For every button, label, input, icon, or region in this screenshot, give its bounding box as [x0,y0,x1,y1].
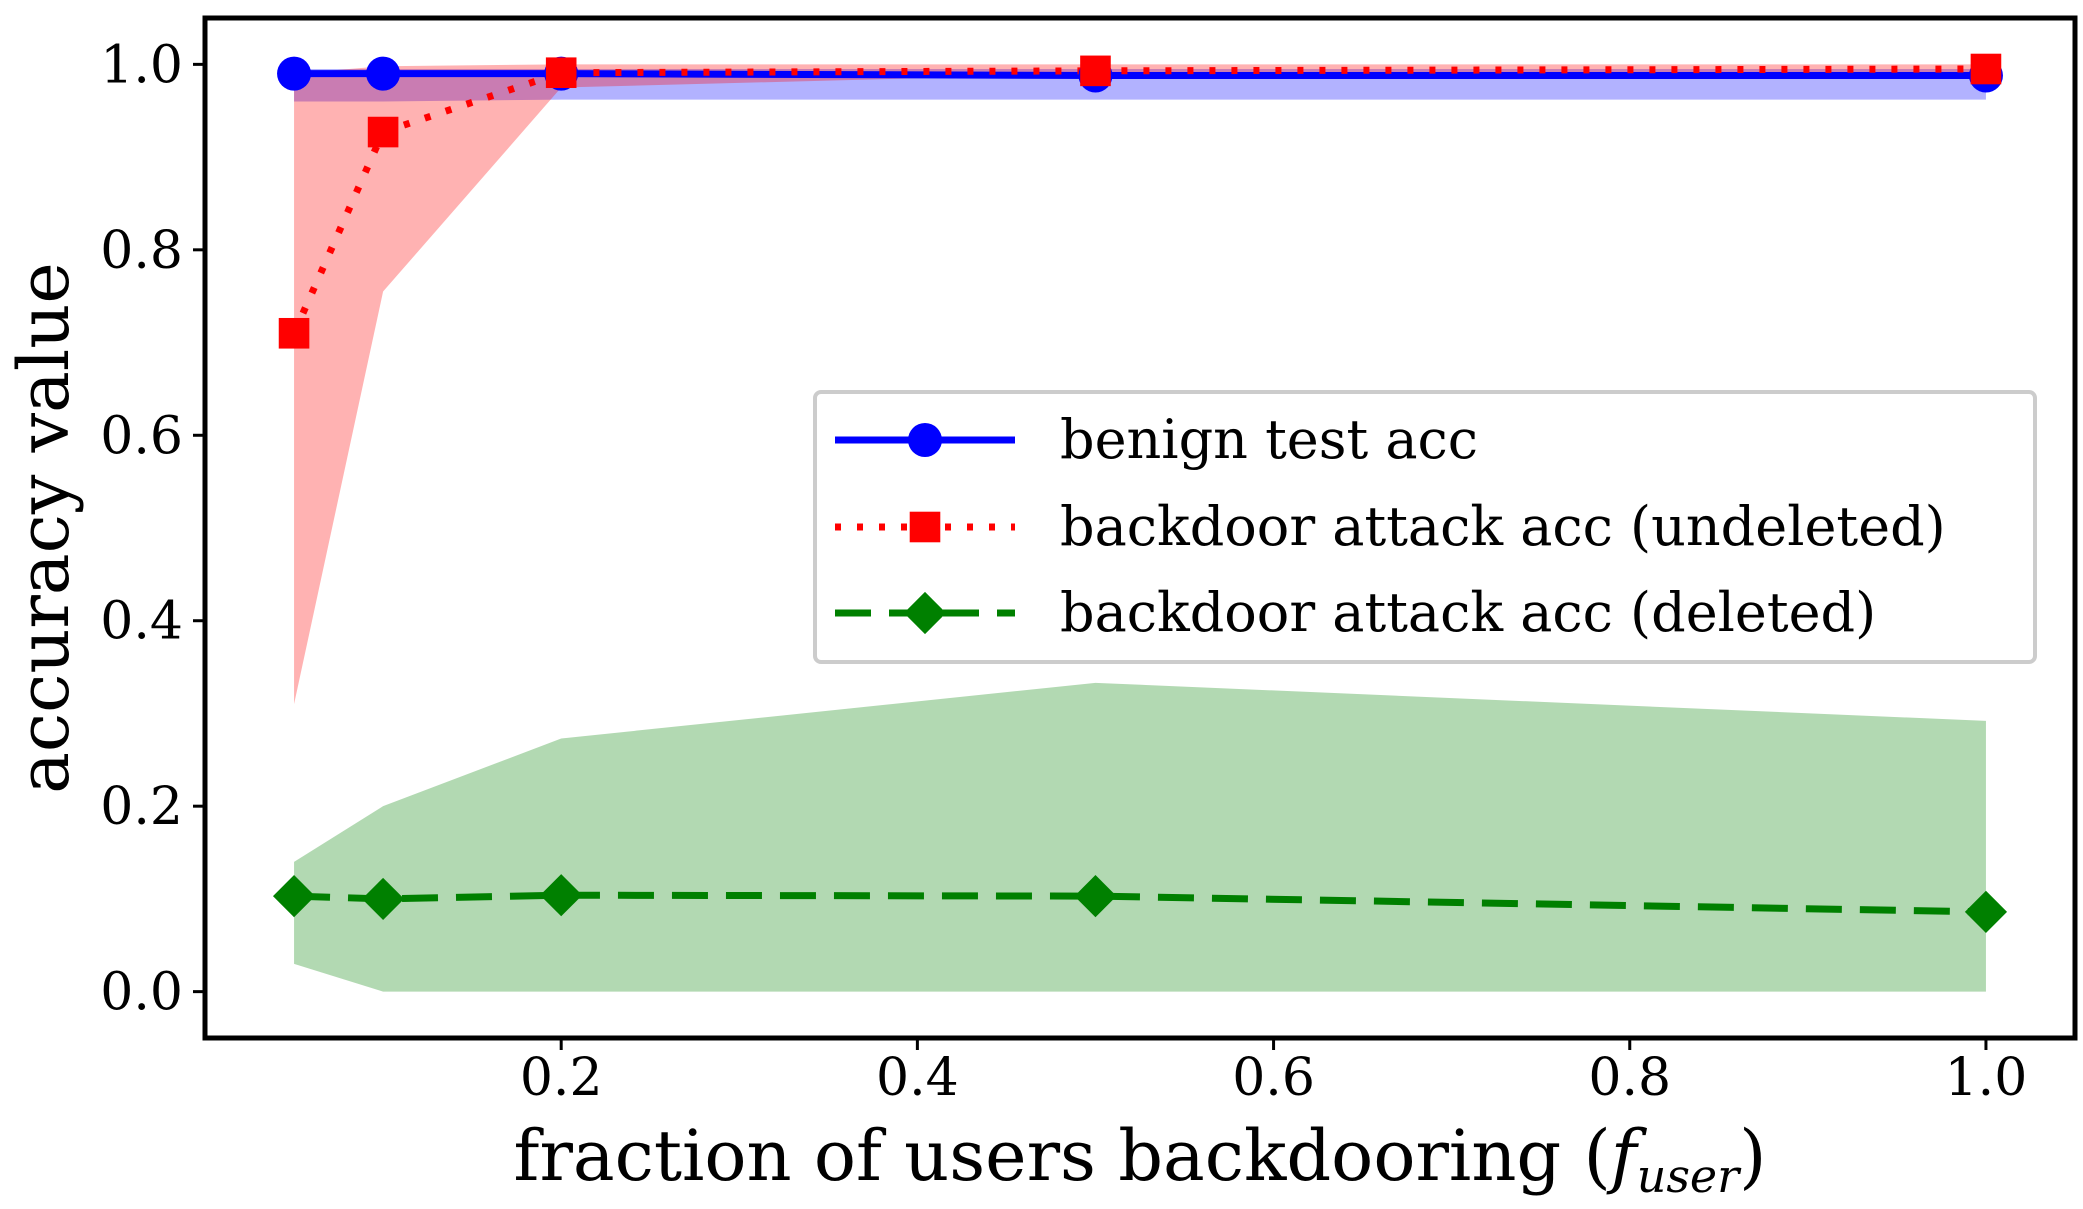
legend-marker [903,591,947,635]
y-tick-label: 0.4 [100,592,183,652]
series-3-point [362,877,405,920]
series-markers [272,53,2008,933]
x-tick-label: 1.0 [1945,1048,2028,1108]
legend-label: benign test acc [1060,408,1478,471]
y-tick-label: 0.6 [100,406,183,466]
series-3-line [293,891,1987,916]
series-2-point [1080,55,1111,87]
series-2-line [290,65,1986,335]
legend-label: backdoor attack acc (undeleted) [1060,495,1946,558]
series-2-point [367,116,399,148]
y-tick-label: 0.8 [100,221,183,281]
x-tick-label: 0.4 [876,1048,959,1108]
legend-box [813,390,2037,664]
series-3-point [1964,890,2008,933]
y-axis-title: accuracy value [3,262,85,794]
y-tick-label: 1.0 [100,35,183,95]
series-3-point [1074,875,1117,918]
series-2-point [545,57,577,89]
x-tick-label: 0.6 [1232,1048,1315,1108]
series-2-point [1970,53,2002,85]
legend-label: backdoor attack acc (deleted) [1060,581,1876,644]
series-3-band [294,682,1986,992]
x-axis-title: fraction of users backdooring (fuser) [514,1115,1767,1203]
y-axis-ticks: 0.0 0.2 0.4 0.6 0.8 1.0 [100,35,205,1023]
x-tick-label: 0.2 [520,1048,603,1108]
series-3-point [540,874,583,917]
x-axis-ticks: 0.2 0.4 0.6 0.8 1.0 [520,1038,2027,1108]
plot-frame [202,15,2078,1041]
series-2-point [278,317,310,349]
legend-marker [908,423,942,457]
legend: benign test acc backdoor attack acc (unde… [813,390,2037,664]
x-tick-label: 0.8 [1588,1048,1671,1108]
series-1-point [277,56,312,91]
y-tick-label: 0.2 [100,777,183,837]
y-tick-label: 0.0 [100,963,183,1023]
series-1-point [366,56,401,91]
legend-marker [909,511,941,543]
series-2-band [294,64,1986,705]
series-3-point [272,875,316,918]
